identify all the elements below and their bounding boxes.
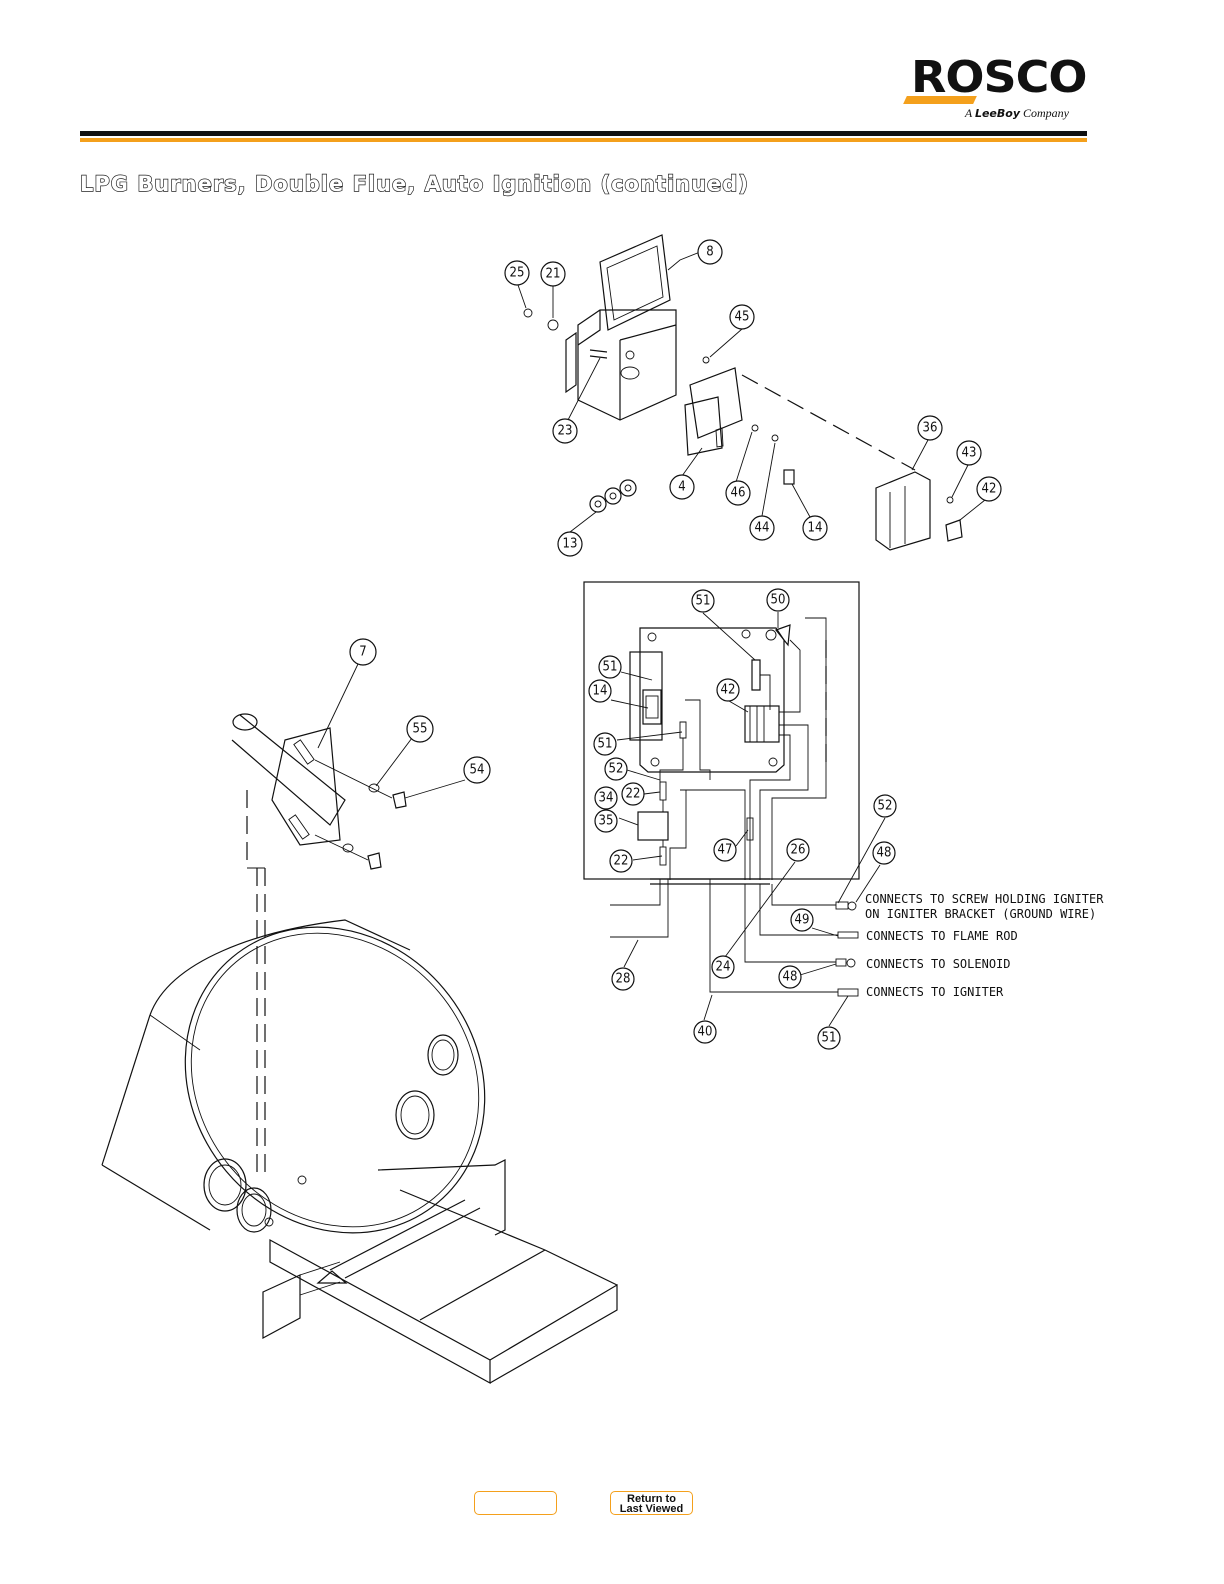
nav-blank-button[interactable] xyxy=(474,1491,557,1515)
header-rule-black xyxy=(80,131,1087,136)
logo-word: ROSCO xyxy=(911,51,1088,103)
note-flame-rod: CONNECTS TO FLAME ROD xyxy=(866,929,1018,943)
svg-text:42: 42 xyxy=(721,683,736,698)
wiring-callout-48a: 48 xyxy=(872,841,896,865)
wiring-callout-40: 40 xyxy=(693,1020,717,1044)
svg-text:8: 8 xyxy=(706,245,713,260)
rosco-logo: ROSCO A LeeBoy Company xyxy=(903,50,1088,125)
wiring-callout-26: 26 xyxy=(786,838,810,862)
callout-54: 54 xyxy=(463,756,491,784)
svg-text:34: 34 xyxy=(599,791,614,806)
svg-text:21: 21 xyxy=(546,267,561,282)
callout-23: 23 xyxy=(552,418,578,444)
callout-21: 21 xyxy=(540,261,566,287)
svg-text:47: 47 xyxy=(718,843,733,858)
callout-46: 46 xyxy=(725,480,751,506)
svg-text:51: 51 xyxy=(598,737,613,752)
svg-text:4: 4 xyxy=(678,480,685,495)
wiring-callout-51c: 51 xyxy=(593,732,617,756)
wiring-callout-52b: 52 xyxy=(873,794,897,818)
svg-text:22: 22 xyxy=(626,787,641,802)
callout-4: 4 xyxy=(669,474,695,500)
note-igniter: CONNECTS TO IGNITER xyxy=(866,985,1004,999)
wiring-callout-47: 47 xyxy=(713,838,737,862)
svg-text:55: 55 xyxy=(413,722,428,737)
svg-text:51: 51 xyxy=(822,1031,837,1046)
wiring-callout-24: 24 xyxy=(711,955,735,979)
svg-text:14: 14 xyxy=(808,521,823,536)
svg-text:36: 36 xyxy=(923,421,938,436)
callout-36: 36 xyxy=(917,415,943,441)
svg-text:52: 52 xyxy=(878,799,893,814)
callout-14: 14 xyxy=(802,515,828,541)
svg-text:23: 23 xyxy=(558,424,573,439)
logo-tagline: A LeeBoy Company xyxy=(964,106,1069,120)
wiring-callout-34: 34 xyxy=(594,786,618,810)
svg-text:13: 13 xyxy=(563,537,578,552)
svg-text:46: 46 xyxy=(731,486,746,501)
wiring-callout-22a: 22 xyxy=(621,782,645,806)
callout-42: 42 xyxy=(976,476,1002,502)
wiring-diagram xyxy=(583,581,860,997)
return-label-line2: Last Viewed xyxy=(619,1503,684,1515)
svg-text:51: 51 xyxy=(696,594,711,609)
svg-text:48: 48 xyxy=(783,970,798,985)
svg-text:26: 26 xyxy=(791,843,806,858)
callout-55: 55 xyxy=(406,715,434,743)
wiring-callout-48b: 48 xyxy=(778,965,802,989)
svg-text:54: 54 xyxy=(470,763,485,778)
svg-text:40: 40 xyxy=(698,1025,713,1040)
svg-text:51: 51 xyxy=(603,660,618,675)
svg-text:28: 28 xyxy=(616,972,631,987)
callout-45: 45 xyxy=(729,304,755,330)
note-solenoid: CONNECTS TO SOLENOID xyxy=(866,957,1011,971)
burner-tube-bracket xyxy=(231,713,407,870)
svg-text:14: 14 xyxy=(593,684,608,699)
wiring-callout-28: 28 xyxy=(611,967,635,991)
svg-text:42: 42 xyxy=(982,482,997,497)
note-ground-line1: CONNECTS TO SCREW HOLDING IGNITER xyxy=(865,892,1104,906)
callout-25: 25 xyxy=(504,260,530,286)
svg-text:44: 44 xyxy=(755,521,770,536)
wiring-callout-52a: 52 xyxy=(604,757,628,781)
wiring-callout-49: 49 xyxy=(790,908,814,932)
wiring-callout-14: 14 xyxy=(588,679,612,703)
leader-lines xyxy=(317,251,986,1027)
note-ground-line2: ON IGNITER BRACKET (GROUND WIRE) xyxy=(865,907,1096,921)
wiring-callout-51d: 51 xyxy=(817,1026,841,1050)
tank-and-frame xyxy=(101,868,618,1385)
callout-8: 8 xyxy=(697,239,723,265)
svg-text:7: 7 xyxy=(359,645,366,660)
svg-text:45: 45 xyxy=(735,310,750,325)
wiring-callout-51a: 51 xyxy=(691,589,715,613)
svg-text:22: 22 xyxy=(614,854,629,869)
callout-43: 43 xyxy=(956,440,982,466)
svg-text:35: 35 xyxy=(599,814,614,829)
wiring-callout-42: 42 xyxy=(716,678,740,702)
svg-text:48: 48 xyxy=(877,846,892,861)
wiring-callout-50: 50 xyxy=(766,588,790,612)
wiring-callout-22b: 22 xyxy=(609,849,633,873)
header-rule-orange xyxy=(80,138,1087,142)
callout-13: 13 xyxy=(557,531,583,557)
return-label-line1: Return to xyxy=(627,1493,676,1505)
wiring-callout-51b: 51 xyxy=(598,655,622,679)
svg-text:43: 43 xyxy=(962,446,977,461)
svg-text:52: 52 xyxy=(609,762,624,777)
callout-7: 7 xyxy=(349,638,377,666)
svg-text:24: 24 xyxy=(716,960,731,975)
wiring-callout-35: 35 xyxy=(594,809,618,833)
page-title: LPG Burners, Double Flue, Auto Ignition … xyxy=(79,171,749,196)
svg-text:25: 25 xyxy=(510,266,525,281)
return-to-last-viewed-button[interactable]: Return to Last Viewed xyxy=(610,1491,693,1515)
svg-text:50: 50 xyxy=(771,593,786,608)
svg-text:49: 49 xyxy=(795,913,810,928)
callout-44: 44 xyxy=(749,515,775,541)
